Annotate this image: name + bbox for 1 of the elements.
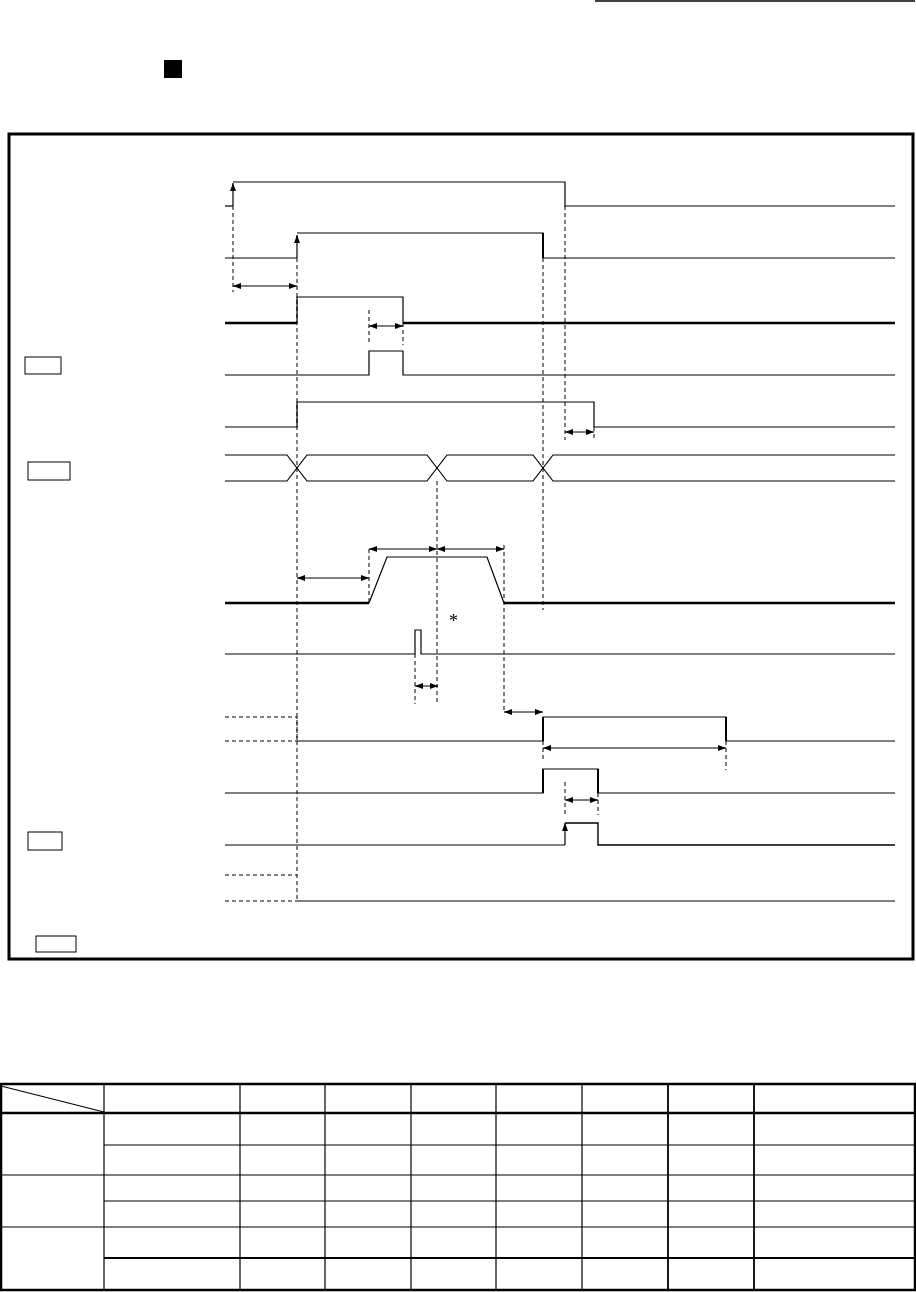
footnote-mark: * bbox=[449, 612, 458, 630]
